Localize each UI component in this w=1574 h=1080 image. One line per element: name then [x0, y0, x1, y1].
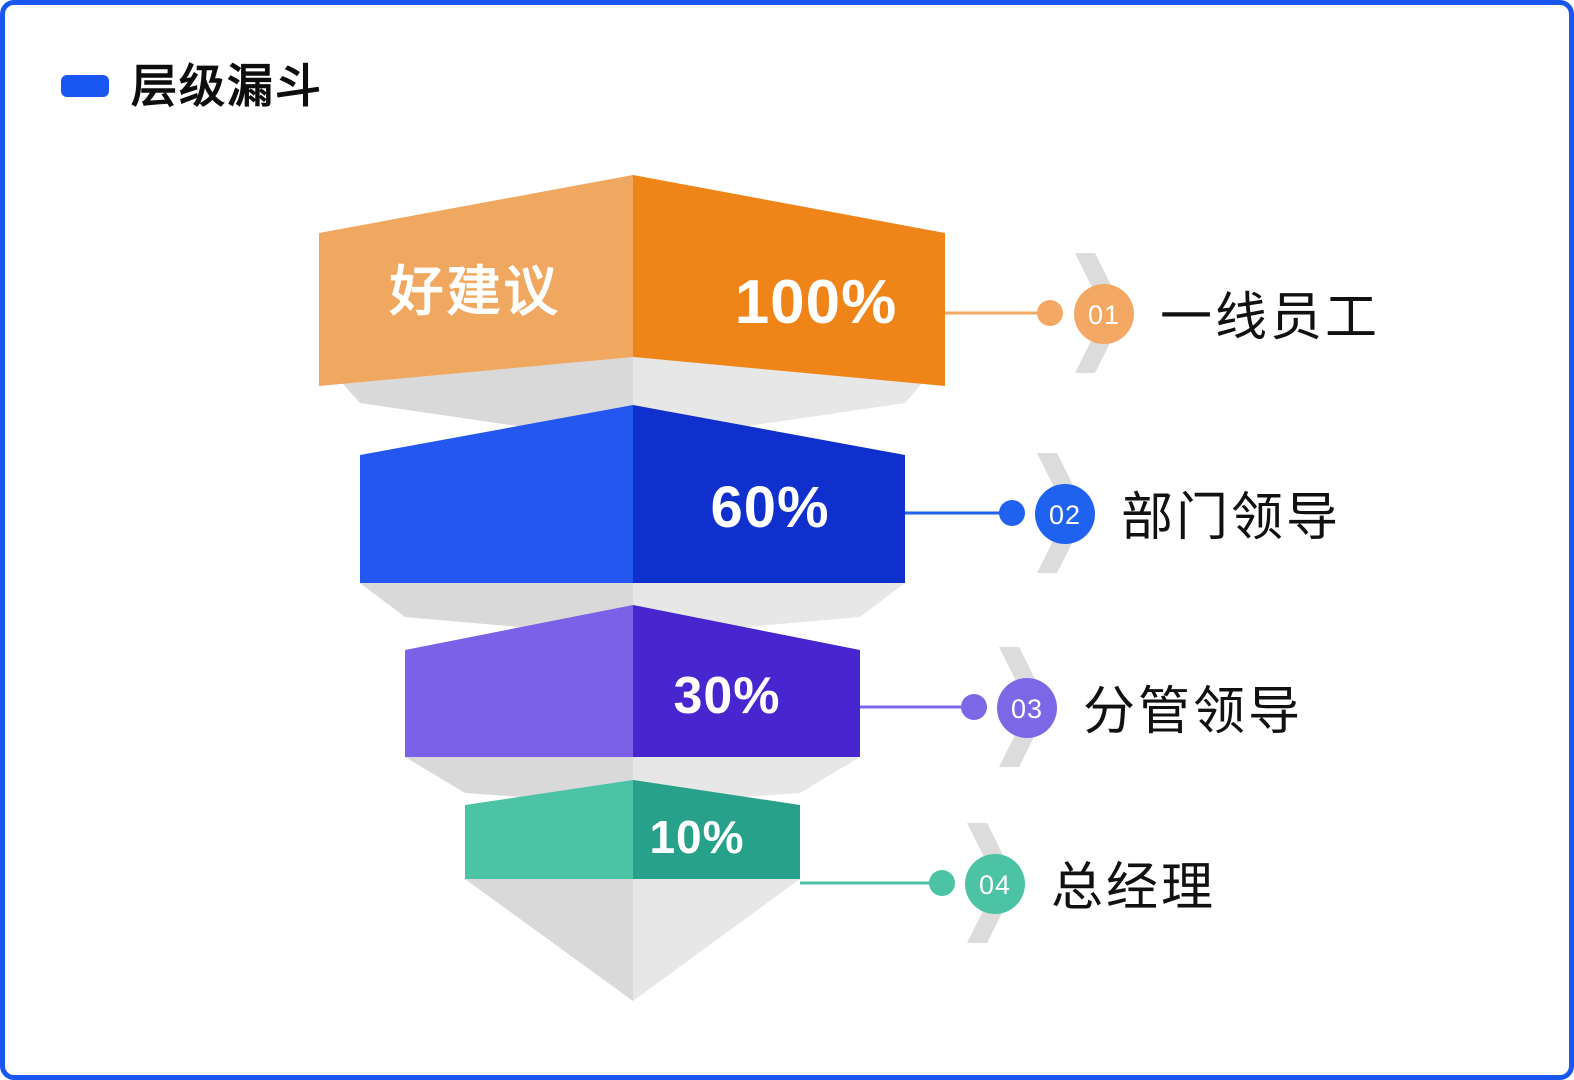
step-badge-3: [997, 678, 1057, 738]
legend-label-1: 一线员工: [1160, 289, 1380, 347]
funnel-layer-1-left-face: [319, 175, 633, 386]
legend-item-1[interactable]: 01 一线员工: [945, 253, 1380, 373]
funnel-layer-4-right-face: [633, 780, 800, 879]
funnel-layer-3[interactable]: 30%: [405, 605, 860, 757]
funnel-layer-1-label: 好建议: [389, 262, 561, 322]
funnel-layer-2-left-face: [360, 405, 633, 583]
step-badge-2-number: 02: [1049, 500, 1081, 530]
connector-dot-2: [999, 500, 1025, 526]
connector-dot-3: [961, 694, 987, 720]
legend-label-2: 部门领导: [1121, 489, 1341, 547]
step-badge-4: [965, 854, 1025, 914]
funnel-layer-3-left-face: [405, 605, 633, 757]
title-marker-icon: [61, 75, 109, 97]
legend-item-4[interactable]: 04 总经理: [800, 823, 1216, 943]
funnel-layer-2-right-face: [633, 405, 905, 583]
step-badge-4-number: 04: [979, 870, 1011, 900]
funnel-layer-1-percent: 100%: [735, 268, 898, 337]
legend-item-2[interactable]: 02 部门领导: [905, 453, 1341, 573]
legend-label-4: 总经理: [1051, 859, 1216, 917]
funnel-diagram: 好建议 100% 60% 30% 10%: [5, 5, 1569, 1075]
step-badge-1: [1074, 284, 1134, 344]
funnel-layer-4[interactable]: 10%: [465, 780, 800, 879]
title-label: 层级漏斗: [131, 60, 323, 112]
step-badge-3-number: 03: [1011, 694, 1043, 724]
page-title: 层级漏斗: [61, 63, 323, 109]
funnel-layer-2-percent: 60%: [710, 475, 829, 540]
funnel-layer-2[interactable]: 60%: [360, 405, 905, 583]
funnel-layer-1-right-face: [633, 175, 945, 386]
step-badge-1-number: 01: [1088, 300, 1120, 330]
funnel-layer-1[interactable]: 好建议 100%: [319, 175, 945, 386]
funnel-layer-4-percent: 10%: [649, 811, 744, 863]
legend-item-3[interactable]: 03 分管领导: [860, 647, 1303, 767]
legend-label-3: 分管领导: [1083, 683, 1303, 741]
connector-dot-4: [929, 870, 955, 896]
funnel-tip-left: [465, 879, 633, 1001]
connector-dot-1: [1037, 300, 1063, 326]
funnel-layer-3-percent: 30%: [673, 667, 780, 725]
step-badge-2: [1035, 484, 1095, 544]
funnel-layer-3-right-face: [633, 605, 860, 757]
funnel-tip-right: [633, 879, 800, 1001]
funnel-layer-4-left-face: [465, 780, 633, 879]
